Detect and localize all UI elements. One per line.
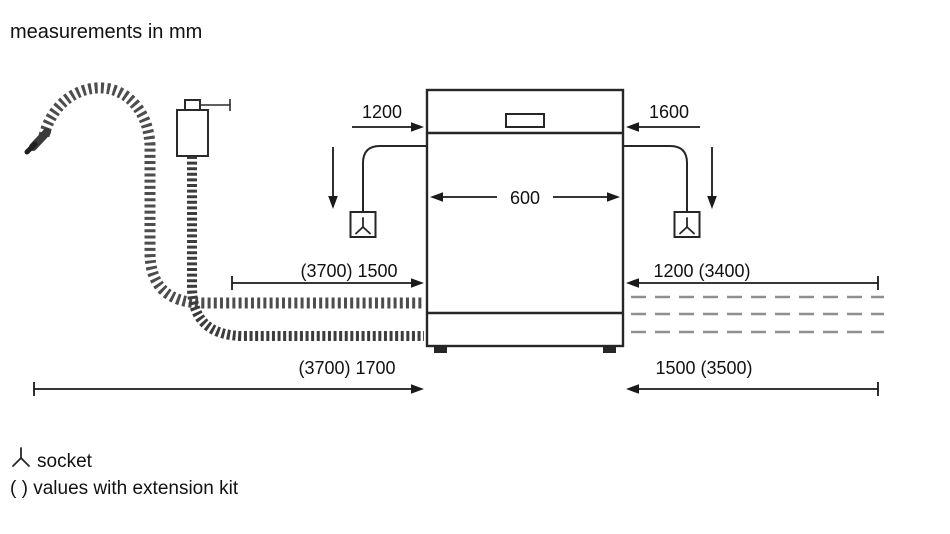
drain-hose-tube — [38, 82, 424, 309]
dimension-label: 600 — [510, 188, 540, 208]
dimension-cable-left: 1200 — [328, 102, 424, 209]
dimension-hose-mid-left: (3700) 1500 — [231, 261, 424, 290]
supply-hose-tube — [187, 156, 424, 341]
legend: socket ( ) values with extension kit — [10, 447, 239, 499]
aquastop-valve — [176, 109, 209, 157]
dimension-label: 1600 — [649, 102, 689, 122]
socket-icon — [679, 217, 695, 235]
dimension-cable-mid-right: 1200 (3400) — [626, 261, 879, 290]
arrowhead-left — [626, 122, 639, 132]
socket-icon — [12, 447, 30, 467]
supply-hose — [176, 99, 424, 341]
page-title: measurements in mm — [10, 21, 202, 43]
arrowhead-right — [411, 122, 424, 132]
dimension-label: (3700) 1700 — [298, 358, 395, 378]
valve-fitting — [184, 99, 201, 111]
socket-right — [673, 211, 701, 238]
dimension-label: 1200 (3400) — [653, 261, 750, 281]
dishwasher-body — [425, 88, 625, 348]
left-foot — [434, 346, 447, 353]
arrowhead-right — [411, 384, 424, 394]
right-foot — [603, 346, 616, 353]
dishwasher — [425, 88, 625, 353]
door-handle — [505, 113, 545, 128]
drain-hose — [24, 82, 424, 309]
dimension-label: 1200 — [362, 102, 402, 122]
extension-dash-lines — [631, 295, 884, 334]
socket-icon — [355, 217, 371, 235]
drain-hose-nozzle-tip — [24, 141, 38, 155]
dimension-appliance-width: 600 — [430, 188, 620, 208]
power-cables — [362, 145, 688, 212]
dimension-cable-right: 1600 — [626, 102, 717, 209]
arrowhead-down — [328, 196, 338, 209]
arrowhead-left — [626, 278, 639, 288]
arrowhead-left — [626, 384, 639, 394]
arrowhead-right — [411, 278, 424, 288]
arrowhead-right — [607, 192, 620, 202]
legend-extension-note: ( ) values with extension kit — [10, 478, 239, 499]
dimension-hose-bottom-left: (3700) 1700 — [33, 358, 424, 396]
legend-socket-label: socket — [37, 451, 93, 472]
dimension-label: (3700) 1500 — [300, 261, 397, 281]
power-cable-left — [362, 145, 427, 212]
socket-left — [349, 211, 377, 238]
arrowhead-down — [707, 196, 717, 209]
arrowhead-left — [430, 192, 443, 202]
power-cable-right — [623, 145, 688, 212]
dimension-label: 1500 (3500) — [655, 358, 752, 378]
dimension-cable-bottom-right: 1500 (3500) — [626, 358, 879, 396]
